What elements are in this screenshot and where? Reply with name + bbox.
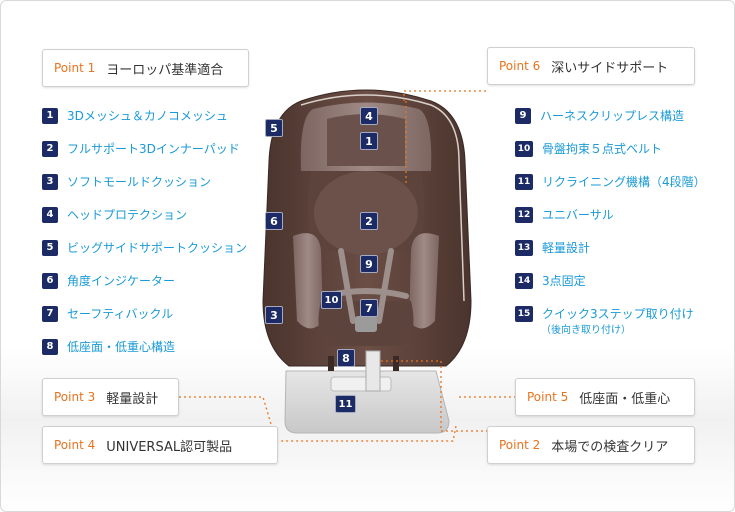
feature-text: 骨盤拘束５点式ベルト: [542, 142, 663, 156]
seat-badge: 3: [265, 306, 283, 324]
feature-text: 3点固定: [542, 274, 586, 288]
feature-number: 14: [515, 272, 533, 289]
seat-badge: 8: [337, 349, 355, 367]
side-support-right: [409, 233, 439, 329]
feature-item: 14 3点固定: [515, 264, 706, 297]
point-label: Point 2: [499, 438, 541, 452]
feature-number: 7: [42, 305, 58, 322]
feature-number: 5: [42, 239, 58, 256]
point-3-box: Point 3 軽量設計: [42, 378, 179, 416]
feature-item: 7 セーフティバックル: [42, 297, 247, 330]
feature-list-left: 1 3Dメッシュ＆カノコメッシュ 2 フルサポート3Dインナーパッド 3 ソフトモール…: [42, 99, 247, 363]
seat-badge: 6: [265, 212, 283, 230]
feature-item: 1 3Dメッシュ＆カノコメッシュ: [42, 99, 247, 132]
feature-number: 15: [515, 305, 533, 322]
feature-item: 6 角度インジケーター: [42, 264, 247, 297]
feature-number: 11: [515, 173, 533, 190]
feature-item: 9 ハーネスクリップレス構造: [515, 99, 706, 132]
feature-number: 12: [515, 206, 533, 223]
point-5-box: Point 5 低座面・低重心: [515, 378, 695, 416]
point-text: 本場での検査クリア: [551, 439, 669, 455]
feature-item: 10 骨盤拘束５点式ベルト: [515, 132, 706, 165]
feature-text: ヘッドプロテクション: [67, 208, 188, 222]
seat-base: [284, 370, 450, 434]
point-label: Point 6: [499, 59, 541, 73]
seat-badge: 2: [360, 212, 378, 230]
base-clip: [330, 376, 392, 392]
feature-text: ハーネスクリップレス構造: [540, 109, 685, 123]
feature-item: 15 クイック3ステップ取り付け: [515, 297, 706, 330]
feature-number: 9: [515, 107, 531, 124]
point-text: 低座面・低重心: [579, 391, 671, 407]
point-text: 軽量設計: [106, 391, 159, 407]
feature-number: 10: [515, 140, 533, 157]
feature-list-right: 9 ハーネスクリップレス構造 10 骨盤拘束５点式ベルト 11 リクライニング機構（4…: [515, 99, 706, 330]
feature-number: 13: [515, 239, 533, 256]
seat-badge: 11: [335, 395, 356, 413]
point-2-box: Point 2 本場での検査クリア: [487, 426, 695, 464]
feature-text: セーフティバックル: [67, 307, 174, 321]
feature-text: 3Dメッシュ＆カノコメッシュ: [67, 109, 228, 123]
feature-number: 8: [42, 338, 58, 355]
point-text: 深いサイドサポート: [551, 60, 669, 76]
point-4-box: Point 4 UNIVERSAL認可製品: [42, 426, 278, 464]
point-1-box: Point 1 ヨーロッパ基準適合: [42, 49, 249, 87]
feature-number: 4: [42, 206, 58, 223]
feature-text: 軽量設計: [542, 241, 591, 255]
feature-15-note: （後向き取り付け）: [541, 325, 631, 336]
feature-text: クイック3ステップ取り付け: [542, 307, 694, 321]
point-text: UNIVERSAL認可製品: [106, 439, 233, 455]
seat-badge: 1: [360, 132, 378, 150]
seat-badge: 7: [360, 299, 378, 317]
seat-badge: 10: [321, 291, 342, 309]
feature-text: 低座面・低重心構造: [67, 340, 176, 354]
feature-item: 4 ヘッドプロテクション: [42, 198, 247, 231]
feature-text: フルサポート3Dインナーパッド: [67, 142, 240, 156]
point-6-box: Point 6 深いサイドサポート: [487, 47, 695, 85]
seat-badge: 9: [360, 255, 378, 273]
feature-number: 3: [42, 173, 58, 190]
point-label: Point 4: [54, 438, 96, 452]
feature-text: リクライニング機構（4段階）: [542, 175, 706, 189]
feature-number: 2: [42, 140, 58, 157]
feature-number: 1: [42, 107, 58, 124]
feature-item: 12 ユニバーサル: [515, 198, 706, 231]
feature-text: ユニバーサル: [542, 208, 614, 222]
seat-badge: 4: [360, 107, 378, 125]
feature-text: 角度インジケーター: [67, 274, 176, 288]
point-label: Point 5: [527, 390, 569, 404]
feature-item: 2 フルサポート3Dインナーパッド: [42, 132, 247, 165]
feature-text: ビッグサイドサポートクッション: [67, 241, 248, 255]
point-label: Point 1: [54, 61, 96, 75]
feature-item: 8 低座面・低重心構造: [42, 330, 247, 363]
feature-item: 3 ソフトモールドクッション: [42, 165, 247, 198]
feature-text: ソフトモールドクッション: [67, 175, 212, 189]
harness-buckle: [355, 316, 377, 332]
seat-badge: 5: [265, 119, 283, 137]
point-text: ヨーロッパ基準適合: [106, 62, 224, 78]
feature-item: 11 リクライニング機構（4段階）: [515, 165, 706, 198]
feature-item: 5 ビッグサイドサポートクッション: [42, 231, 247, 264]
feature-number: 6: [42, 272, 58, 289]
feature-item: 13 軽量設計: [515, 231, 706, 264]
point-label: Point 3: [54, 390, 96, 404]
side-support-left: [293, 233, 323, 329]
